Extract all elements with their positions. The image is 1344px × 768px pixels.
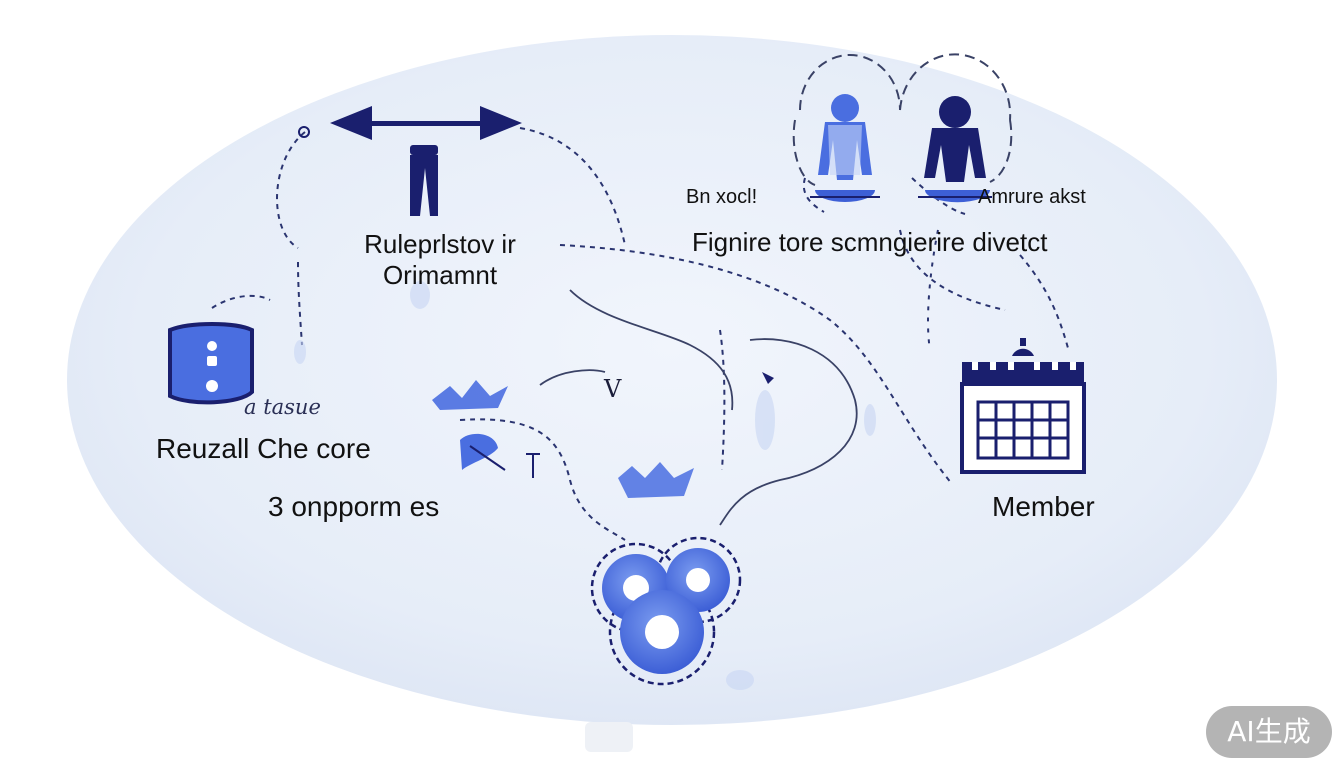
small-blue-mark [460,372,774,478]
label-middle-glyph: V [604,375,622,403]
calendar-icon [960,338,1086,474]
solid-connector-lines [539,289,858,526]
label-top-right-small-left: Bn xocl! [686,186,758,208]
person-icon [410,145,438,216]
label-top-center: Ruleprlstov ir Orimamnt [310,230,570,289]
dot-marker [298,126,310,138]
label-top-right-small-right: Amrure akst [978,186,1086,208]
label-left-bottom: 3 onpporm es [268,491,440,522]
label-top-center-line1: Ruleprlstov ir [364,229,516,259]
background-ellipse [67,35,1277,725]
ai-generated-badge: AI生成 [1206,706,1332,758]
double-arrow-icon [330,106,522,140]
soft-blobs [294,281,876,690]
label-top-right-main: Fignire tore scmngierire divetct [692,227,1048,257]
pedestal-shadow [585,722,633,752]
label-left-small: a tasue [244,395,321,419]
label-member: Member [992,491,1095,522]
connector-lines [211,127,1069,541]
people-icon [792,53,1013,203]
label-left-main: Reuzall Che core [156,433,371,464]
label-top-center-line2: Orimamnt [382,259,498,290]
crown-icon [432,380,694,498]
gears-icon [590,536,742,686]
shield-icon [168,322,254,405]
